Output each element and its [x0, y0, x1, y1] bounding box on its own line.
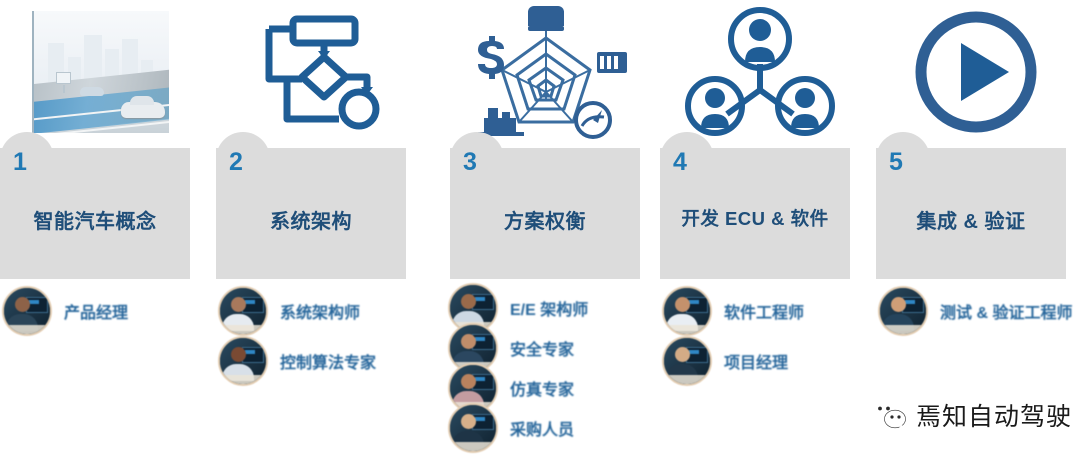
step-1-icon [0, 2, 200, 142]
avatar [448, 403, 498, 453]
step-3-card[interactable]: 3 方案权衡 [450, 132, 640, 279]
step-5-number: 5 [889, 148, 903, 176]
step-3-tab [450, 132, 504, 178]
step-4: 4 开发 ECU & 软件 软件工程师 项目经理 [660, 0, 860, 455]
avatar [662, 335, 712, 386]
step-1-roles: 产品经理 [2, 285, 232, 338]
step-5-card[interactable]: 5 集成 & 验证 [876, 132, 1066, 279]
avatar [448, 323, 498, 373]
step-1: 1 智能汽车概念 产品经理 [0, 0, 200, 455]
role-item[interactable]: 仿真专家 [448, 363, 678, 413]
step-4-roles: 软件工程师 项目经理 [662, 285, 892, 388]
step-3: 3 方案权衡 E/E 架构师 安全专家 [446, 0, 646, 455]
role-label: 控制算法专家 [280, 354, 377, 372]
step-2: 2 系统架构 系统架构师 控制算法专家 [216, 0, 416, 455]
role-label: 系统架构师 [280, 304, 361, 322]
step-2-number: 2 [229, 148, 243, 176]
step-5: 5 集成 & 验证 测试 & 验证工程师 [876, 0, 1076, 455]
avatar [218, 285, 268, 336]
role-label: E/E 架构师 [510, 302, 589, 319]
avatar [878, 285, 928, 336]
role-item[interactable]: 安全专家 [448, 323, 678, 373]
step-2-title: 系统架构 [270, 211, 352, 233]
step-1-number: 1 [13, 148, 27, 176]
autonomous-driving-photo [31, 11, 169, 133]
watermark: 焉知自动驾驶 [871, 397, 1072, 433]
step-3-icon [446, 2, 646, 142]
watermark-text: 焉知自动驾驶 [915, 403, 1072, 431]
step-2-card[interactable]: 2 系统架构 [216, 132, 406, 279]
role-item[interactable]: 测试 & 验证工程师 [878, 285, 1080, 336]
step-5-tab [876, 132, 930, 178]
step-5-icon [876, 2, 1076, 142]
flowchart-icon [265, 15, 380, 130]
step-4-tab [660, 132, 714, 178]
role-item[interactable]: 产品经理 [2, 285, 232, 336]
role-item[interactable]: 软件工程师 [662, 285, 892, 336]
step-4-number: 4 [673, 148, 687, 176]
role-label: 测试 & 验证工程师 [940, 304, 1073, 322]
radar-tradeoff-icon [477, 6, 627, 139]
avatar [2, 285, 52, 336]
step-2-icon [216, 2, 416, 142]
step-5-roles: 测试 & 验证工程师 [878, 285, 1080, 338]
step-5-title: 集成 & 验证 [916, 211, 1026, 233]
step-2-tab [216, 132, 270, 178]
step-3-roles: E/E 架构师 安全专家 仿真专家 [448, 283, 678, 453]
avatar [662, 285, 712, 336]
role-label: 软件工程师 [724, 304, 805, 322]
role-item[interactable]: E/E 架构师 [448, 283, 678, 333]
team-network-icon [685, 7, 835, 136]
step-1-tab [0, 132, 54, 178]
wechat-icon [871, 400, 907, 430]
role-label: 产品经理 [64, 304, 129, 322]
role-item[interactable]: 项目经理 [662, 335, 892, 386]
step-4-icon [660, 2, 860, 142]
play-button-icon [915, 11, 1037, 133]
role-label: 采购人员 [510, 422, 575, 439]
step-3-number: 3 [463, 148, 477, 176]
avatar [448, 363, 498, 413]
avatar [218, 335, 268, 386]
step-3-title: 方案权衡 [504, 211, 586, 233]
step-1-card[interactable]: 1 智能汽车概念 [0, 132, 190, 279]
role-item[interactable]: 控制算法专家 [218, 335, 448, 386]
step-4-title: 开发 ECU & 软件 [681, 208, 829, 229]
step-2-roles: 系统架构师 控制算法专家 [218, 285, 448, 388]
role-label: 仿真专家 [510, 382, 575, 399]
role-item[interactable]: 采购人员 [448, 403, 678, 453]
role-item[interactable]: 系统架构师 [218, 285, 448, 336]
step-4-card[interactable]: 4 开发 ECU & 软件 [660, 132, 850, 279]
step-1-title: 智能汽车概念 [33, 211, 157, 233]
role-label: 安全专家 [510, 342, 575, 359]
role-label: 项目经理 [724, 354, 789, 372]
